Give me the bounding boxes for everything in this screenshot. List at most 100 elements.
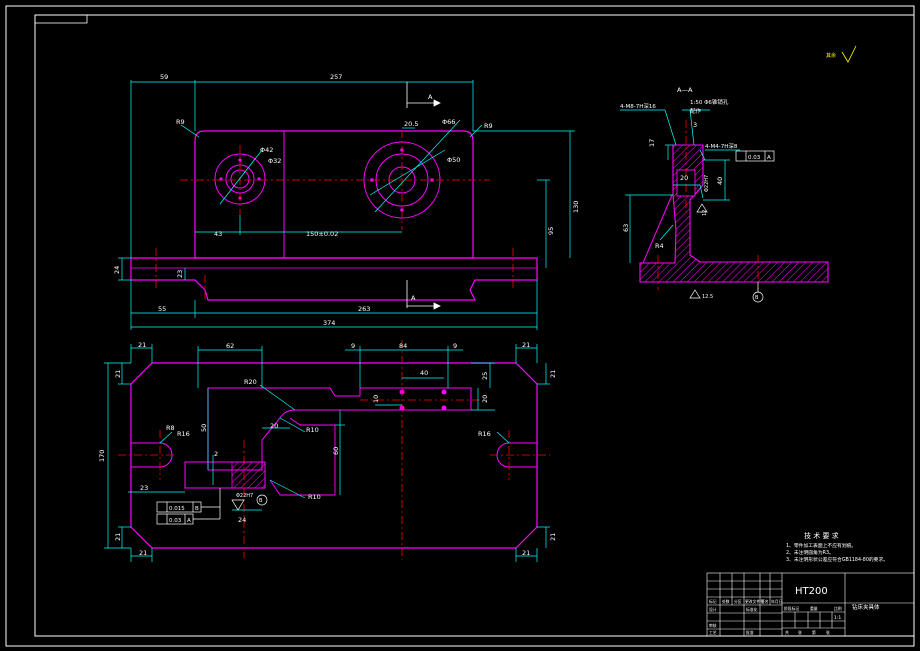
bolt-hole-markers: [219, 148, 434, 212]
plan-dim-21-bl: 21: [139, 549, 147, 557]
plan-pocket-inner: [269, 417, 336, 496]
section-dim-40: 40: [716, 177, 724, 185]
tb-label-6: 设计: [709, 607, 717, 612]
tb-label-8: 审核: [709, 623, 717, 628]
section-centerlines: [657, 120, 759, 290]
section-note-2b: 配作: [690, 107, 702, 115]
tech-req-item-2: 2、未注明圆角为R3。: [786, 549, 834, 556]
dim-43: 43: [214, 230, 222, 238]
title-block-scale: 1:1: [834, 615, 841, 621]
dim-59: 59: [160, 73, 168, 81]
section-title: A—A: [677, 86, 693, 94]
plan-dim-r8: R8: [166, 424, 175, 432]
top-view-centerlines: [155, 130, 514, 300]
plan-dim-20b: 20: [270, 422, 278, 430]
dim-phi42: Φ42: [260, 146, 273, 154]
section-dim-3: 3: [693, 121, 697, 129]
plan-view: [104, 340, 550, 562]
tb-label-0: 标记: [709, 599, 717, 604]
plan-dim-r16-right: R16: [478, 430, 491, 438]
section-profile: [639, 144, 829, 283]
section-dim-63: 63: [622, 224, 630, 232]
dim-55: 55: [158, 305, 166, 313]
dim-263: 263: [358, 305, 370, 313]
dim-23: 23: [176, 270, 184, 278]
plan-dim-40: 40: [420, 369, 428, 377]
section-note-3: 4-M4-7H深8: [705, 142, 738, 150]
top-view: [118, 80, 575, 330]
plan-dim-60: 60: [332, 447, 340, 455]
tb-label-11: 阶段标记: [784, 606, 799, 611]
section-tol-ref: A: [767, 155, 771, 161]
tb-label-7: 标准化: [746, 607, 758, 612]
top-view-dimensions: [118, 80, 575, 330]
tech-req-item-1: 1、零件加工表面上不应有划痕。: [786, 542, 856, 549]
dim-r9-left: R9: [176, 118, 185, 126]
section-view: [620, 109, 829, 303]
section-note-2: 1:50 Φ6锥销孔: [690, 98, 729, 106]
drawing-number-box: [34, 14, 88, 24]
dim-phi50: Φ50: [447, 156, 460, 164]
tb-label-2: 分区: [734, 599, 742, 604]
dim-r9-right: R9: [484, 122, 493, 130]
section-dim-r4: R4: [655, 242, 664, 250]
title-block-material: HT200: [795, 586, 828, 597]
tb-label-1: 处数: [722, 599, 730, 604]
plan-dim-r20: R20: [244, 378, 257, 386]
section-roughness-value: 12.5: [702, 294, 713, 300]
section-dim-12: 12: [702, 210, 708, 216]
tb-label-15: 张: [798, 630, 802, 635]
section-mark-bottom: A: [411, 294, 416, 302]
roughness-note: 其余: [826, 52, 836, 59]
section-tol-value: 0.03: [748, 155, 761, 161]
plan-dim-84: 84: [399, 342, 407, 350]
plan-datum-b: B: [259, 498, 263, 504]
plan-dim-21-rb: 21: [549, 533, 557, 541]
section-arrows: [406, 82, 441, 310]
plan-dim-2: 2: [214, 450, 218, 458]
tb-label-14: 共: [785, 630, 789, 635]
tb-label-16: 第: [812, 630, 816, 635]
tb-label-3: 更改文件号: [745, 599, 764, 604]
plan-dim-10: 10: [372, 395, 380, 403]
dim-130: 130: [572, 201, 580, 213]
title-block: [706, 572, 915, 637]
plan-dim-r16-left: R16: [177, 430, 190, 438]
plan-view-dimensions: [104, 344, 550, 562]
section-datum-b: B: [755, 295, 759, 301]
tb-label-10: 批准: [746, 630, 754, 635]
top-view-plate-outline: [194, 130, 474, 259]
plan-dim-21-rl: 21: [549, 370, 557, 378]
plan-tol2-value: 0.03: [169, 518, 182, 524]
tech-req-item-3: 3、未注明形状公差应符合GB1184-80的要求。: [786, 556, 888, 563]
dim-20-5: 20.5: [404, 120, 418, 128]
dim-phi32: Φ32: [268, 157, 281, 165]
plan-dim-21-tl: 21: [138, 341, 146, 349]
plan-dim-170: 170: [98, 450, 106, 462]
dim-374: 374: [323, 319, 335, 327]
tb-label-4: 签名: [761, 599, 769, 604]
tb-label-9: 工艺: [709, 630, 717, 635]
plan-tol1-ref: B: [195, 506, 199, 512]
section-mark-top: A: [428, 93, 433, 101]
plan-dim-r10a: R10: [306, 426, 319, 434]
plan-dim-9b: 9: [453, 342, 457, 350]
plan-dim-phi-h: Φ22H7: [236, 493, 253, 499]
inner-frame: [34, 14, 915, 637]
section-note-1: 4-M8-7H深16: [620, 102, 656, 110]
dim-phi66: Φ66: [442, 118, 455, 126]
plan-tol2-ref: A: [187, 518, 191, 524]
plan-dim-9a: 9: [351, 342, 355, 350]
dim-24: 24: [113, 266, 121, 274]
plan-tolerance-frames: [156, 488, 268, 525]
plan-dim-20r: 20: [481, 395, 489, 403]
plan-tol1-value: 0.015: [169, 506, 185, 512]
plan-dim-24: 24: [238, 516, 246, 524]
tech-req-title: 技 术 要 求: [804, 531, 839, 540]
roughness-symbol: [841, 45, 857, 63]
section-dim-phi: Φ22H7: [704, 175, 710, 192]
plan-dim-r10b: R10: [308, 493, 321, 501]
plan-small-holes: [399, 389, 447, 411]
plan-insert-hatch: [231, 461, 266, 489]
